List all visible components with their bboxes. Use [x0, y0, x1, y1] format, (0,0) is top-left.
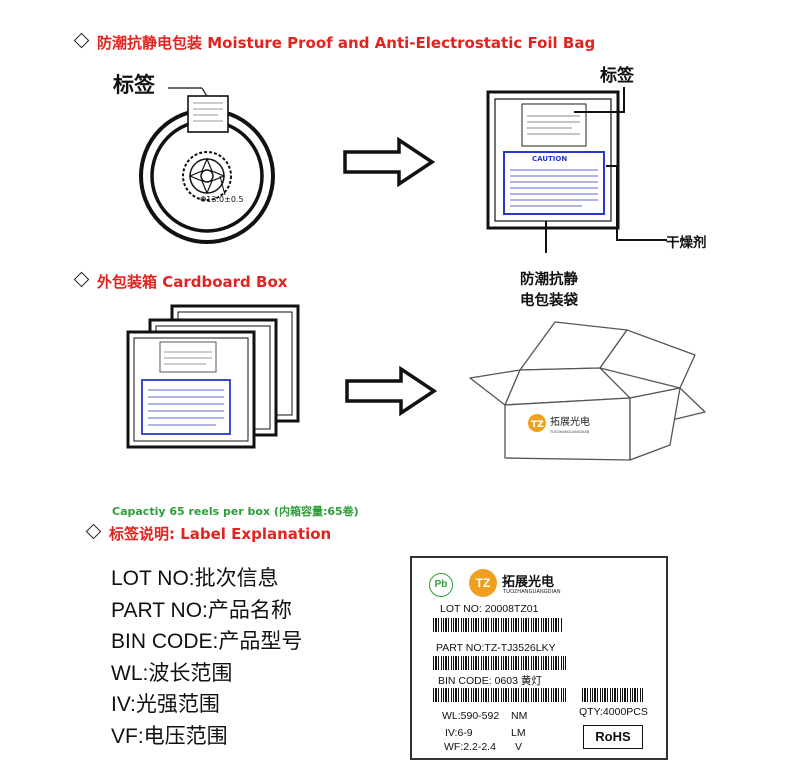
brand-logo-icon: TZ: [469, 569, 497, 597]
right-arrow-icon: [345, 366, 437, 416]
glossary-list: LOT NO:批次信息 PART NO:产品名称 BIN CODE:产品型号 W…: [111, 563, 302, 752]
stacked-bags-illustration: [126, 304, 300, 449]
part-number: PART NO:TZ-TJ3526LKY: [436, 642, 556, 654]
rohs-badge: RoHS: [583, 725, 643, 749]
reel-label-text: 标签: [113, 73, 155, 97]
part-barcode: [433, 656, 566, 670]
wavelength-unit: NM: [511, 710, 528, 722]
qty-barcode: [582, 688, 644, 702]
label-card: Pb TZ 拓展光电 TUOZHANGUANGDIAN LOT NO: 2000…: [410, 556, 668, 760]
capacity-text: Capactiy 65 reels per box (内箱容量:65卷): [112, 505, 359, 518]
wavelength: WL:590-592: [442, 710, 500, 722]
foil-bag-illustration: CAUTION: [486, 87, 667, 253]
diamond-icon: [73, 32, 90, 49]
reel-diameter-text: Φ13.0±0.5: [200, 195, 244, 204]
caution-text: CAUTION: [532, 155, 567, 163]
reel-illustration: Φ13.0±0.5: [139, 87, 275, 244]
glossary-item: WL:波长范围: [111, 661, 233, 685]
box-brand-sub: TUOZHANGUANGDIAN: [549, 430, 590, 434]
foil-bag-section-title: 防潮抗静电包装 Moisture Proof and Anti-Electros…: [73, 32, 595, 53]
bin-barcode: [433, 688, 566, 702]
bin-code: BIN CODE: 0603 黄灯: [438, 675, 542, 687]
glossary-item: LOT NO:批次信息: [111, 567, 279, 590]
bag-name-line1: 防潮抗静: [520, 272, 578, 288]
quantity: QTY:4000PCS: [579, 706, 648, 718]
luminous-intensity: IV:6-9: [445, 727, 473, 739]
box-brand-name: 拓展光电: [550, 415, 590, 428]
glossary-item: IV:光强范围: [111, 693, 220, 716]
desiccant-text: 干燥剂: [666, 235, 707, 251]
lot-barcode: [433, 618, 563, 632]
card-brand-sub: TUOZHANGUANGDIAN: [503, 589, 561, 595]
forward-voltage: WF:2.2-2.4: [444, 741, 496, 753]
right-arrow-icon: [343, 137, 435, 187]
svg-text:TZ: TZ: [531, 420, 544, 430]
glossary-item: BIN CODE:产品型号: [111, 630, 303, 653]
cardboard-box-illustration: TZ 拓展光电 TUOZHANGUANGDIAN: [469, 321, 706, 461]
glossary-item: VF:电压范围: [111, 724, 228, 748]
label-section-title: 标签说明: Label Explanation: [85, 523, 331, 544]
lead-free-icon: Pb: [429, 573, 453, 597]
lot-number: LOT NO: 20008TZ01: [440, 603, 539, 615]
forward-voltage-unit: V: [515, 741, 523, 753]
card-brand-name: 拓展光电: [502, 575, 555, 590]
cardboard-section-title: 外包装箱 Cardboard Box: [73, 271, 287, 292]
diamond-icon: [73, 271, 90, 288]
glossary-item: PART NO:产品名称: [111, 598, 292, 622]
bag-name-line2: 电包装袋: [520, 293, 578, 309]
bag-label-text: 标签: [600, 66, 634, 86]
luminous-intensity-unit: LM: [511, 727, 526, 739]
diamond-icon: [85, 523, 102, 540]
